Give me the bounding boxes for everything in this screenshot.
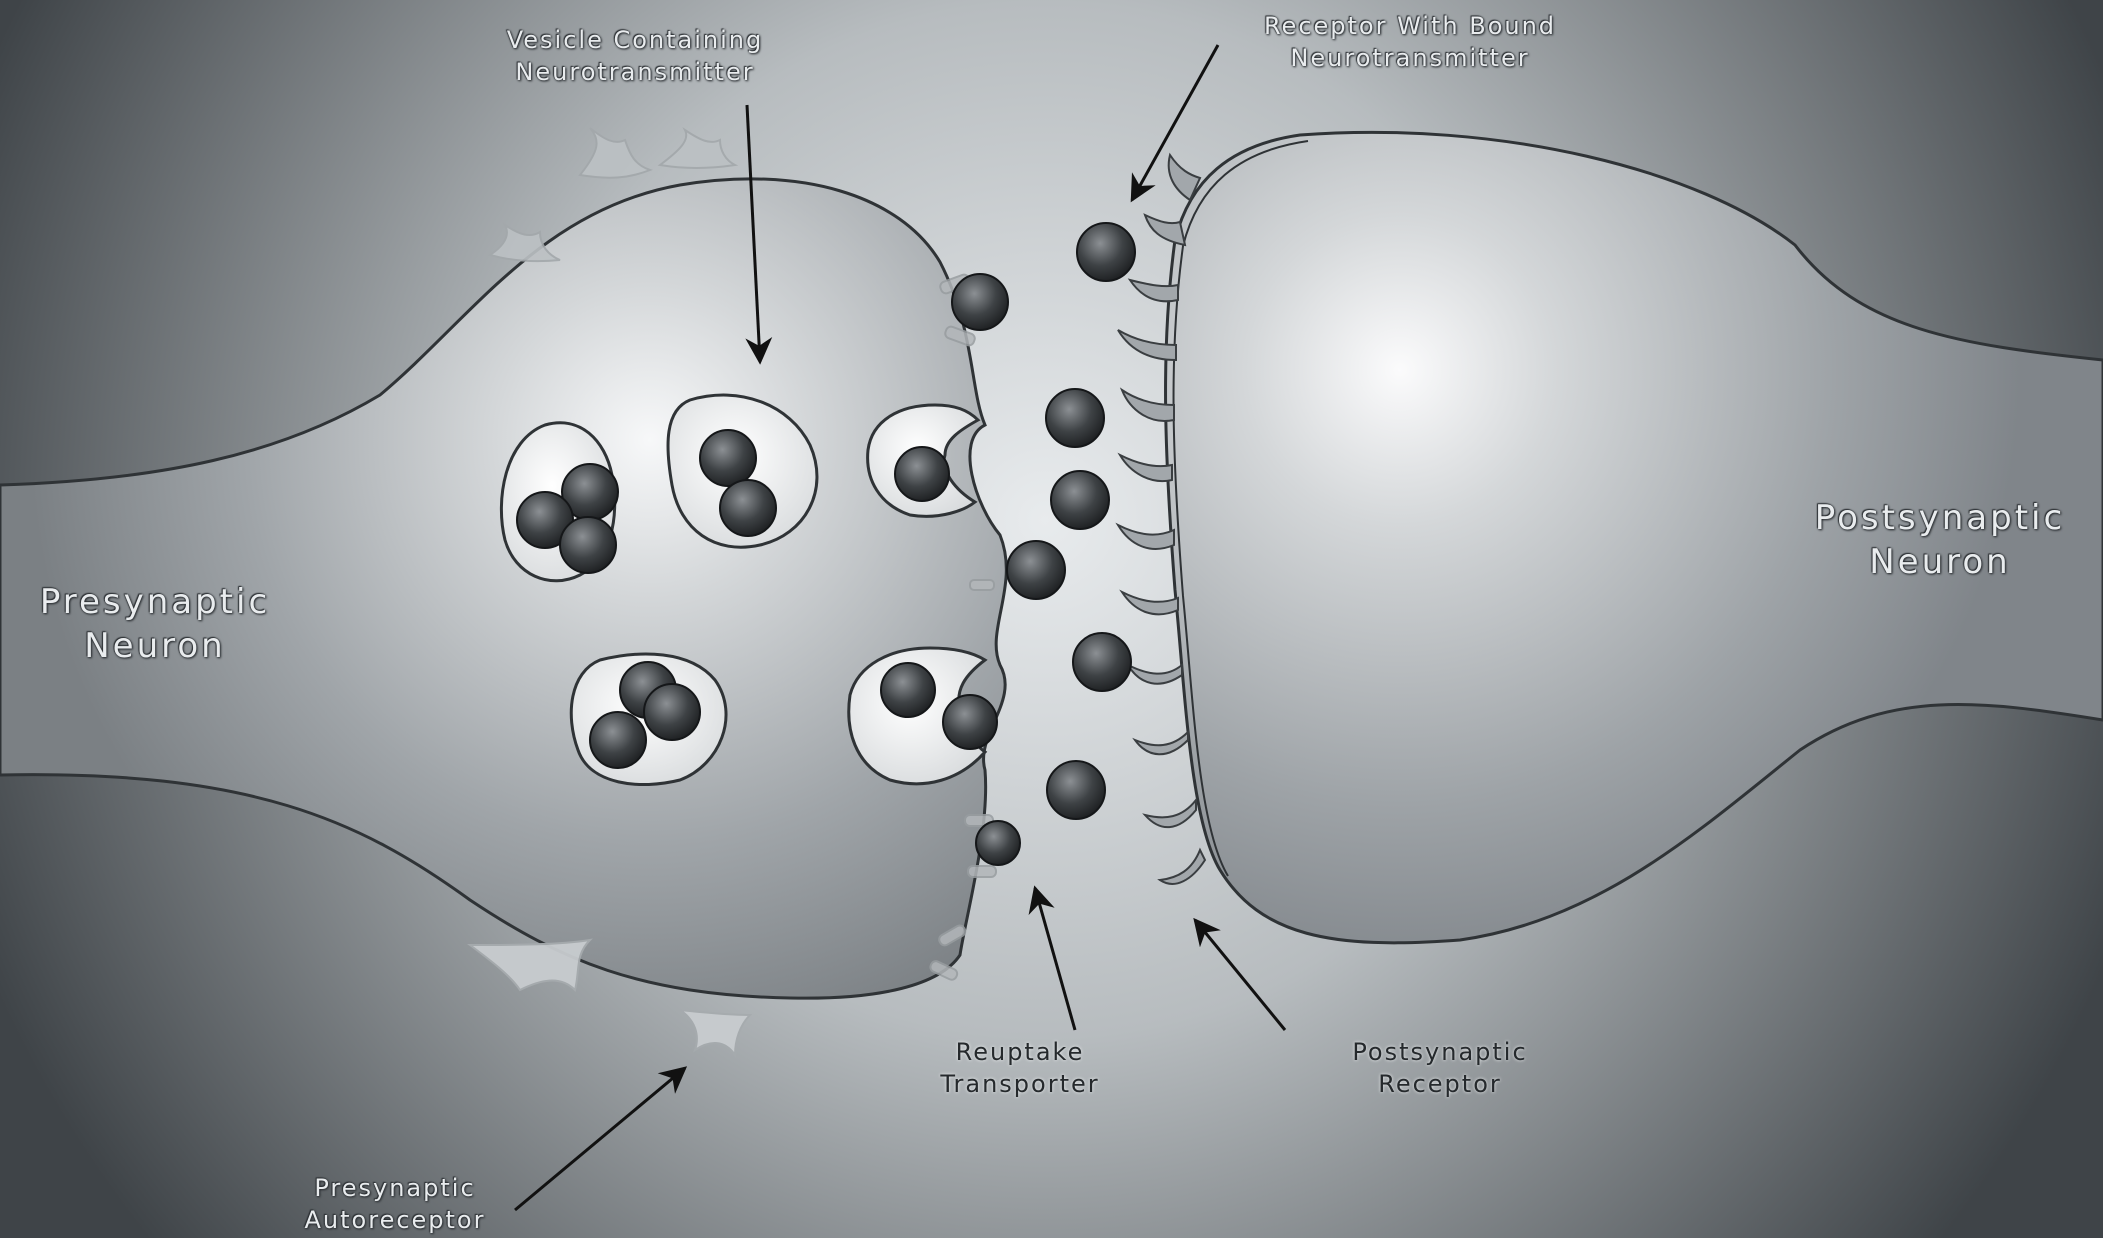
molecule (976, 821, 1020, 865)
label-postsynaptic-receptor: Postsynaptic Receptor (1300, 1036, 1580, 1100)
molecule (943, 695, 997, 749)
molecule (590, 712, 646, 768)
label-receptor-bound: Receptor With Bound Neurotransmitter (1210, 10, 1610, 74)
molecule (1007, 541, 1065, 599)
molecule (700, 430, 756, 486)
label-vesicle: Vesicle Containing Neurotransmitter (455, 24, 815, 88)
label-reuptake-transporter: Reuptake Transporter (900, 1036, 1140, 1100)
molecule (1046, 389, 1104, 447)
molecule (644, 684, 700, 740)
label-presynaptic-neuron: Presynaptic Neuron (20, 580, 290, 668)
label-postsynaptic-neuron: Postsynaptic Neuron (1795, 496, 2085, 584)
label-presynaptic-autoreceptor: Presynaptic Autoreceptor (270, 1172, 520, 1236)
molecule (895, 447, 949, 501)
molecule (720, 480, 776, 536)
molecule (560, 517, 616, 573)
molecule (952, 274, 1008, 330)
molecule (1047, 761, 1105, 819)
molecule (1073, 633, 1131, 691)
molecule (1077, 223, 1135, 281)
molecule (881, 663, 935, 717)
molecule (1051, 471, 1109, 529)
